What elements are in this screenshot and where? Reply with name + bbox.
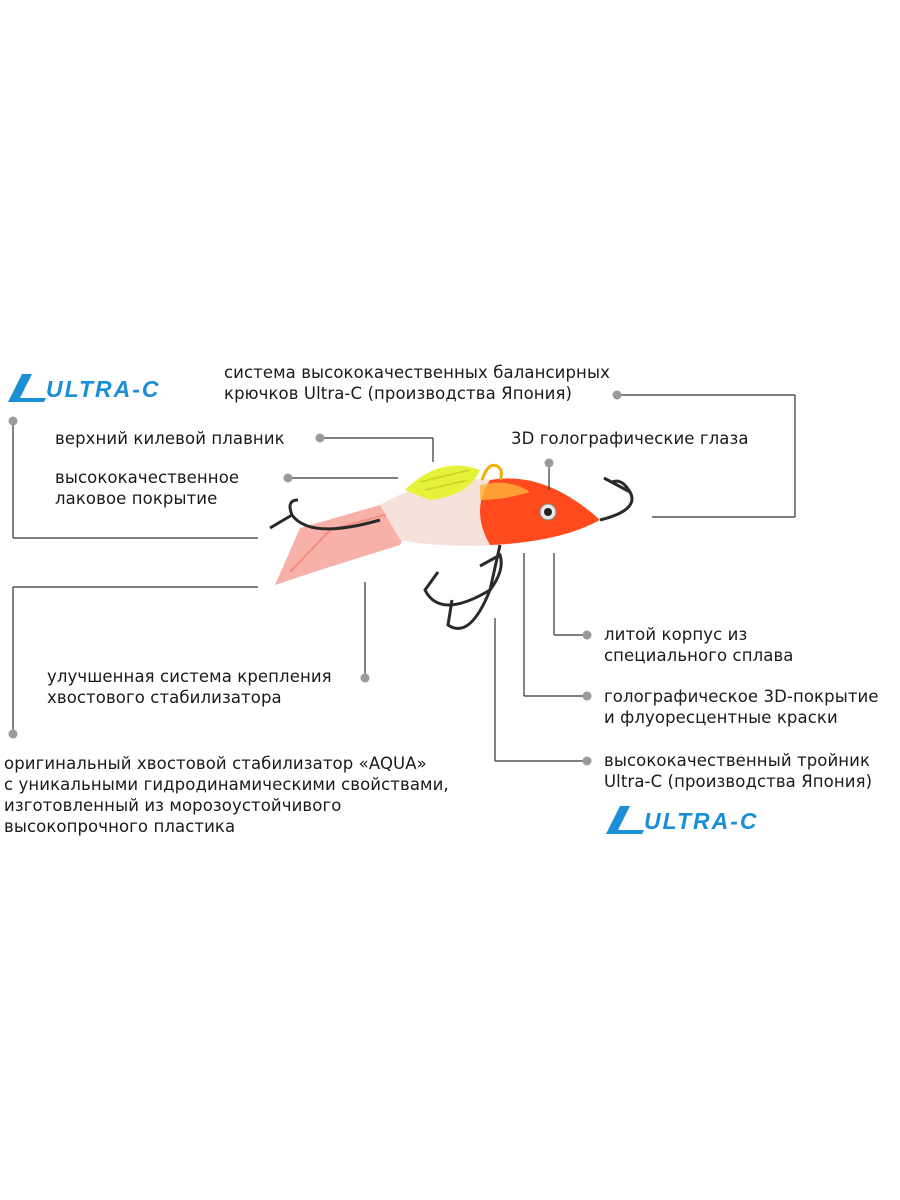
label-tail-mount: улучшенная система крепления хвостового … <box>47 667 332 707</box>
leader-dot <box>582 756 592 766</box>
leader-dot <box>8 729 18 739</box>
rear-hook-icon <box>269 498 381 531</box>
ultra-c-logo-bottom: ULTRA-C <box>604 802 814 840</box>
leader-dot <box>582 630 592 640</box>
leader-dot <box>582 691 592 701</box>
lure-illustration <box>269 463 634 630</box>
label-body: литой корпус из специального сплава <box>604 625 794 665</box>
logo-text: ULTRA-C <box>644 808 759 834</box>
treble-hook-icon <box>423 544 503 630</box>
top-fin-shape <box>405 465 480 500</box>
ultra-c-logo-mark-icon: ULTRA-C <box>606 806 759 834</box>
front-hook-icon <box>599 476 634 522</box>
label-tail-stabilizer: оригинальный хвостовой стабилизатор «AQU… <box>4 754 449 836</box>
label-eyes: 3D голографические глаза <box>511 429 749 448</box>
label-treble-hook: высококачественный тройник Ultra-C (прои… <box>604 751 873 791</box>
label-lacquer: высококачественное лаковое покрытие <box>55 468 240 508</box>
ultra-c-logo-mark-icon: ULTRA-C <box>8 374 161 402</box>
logo-text: ULTRA-C <box>46 376 161 402</box>
leader-dot <box>283 473 293 483</box>
label-top-fin: верхний килевой плавник <box>55 429 285 448</box>
leader-dot <box>612 390 622 400</box>
leader-dot <box>315 433 325 443</box>
label-coating: голографическое 3D-покрытие и флуоресцен… <box>604 687 879 727</box>
leader-dot <box>8 416 18 426</box>
leader-dot <box>544 458 554 468</box>
tail-stabilizer-shape <box>275 500 420 585</box>
leader-dot <box>360 673 370 683</box>
label-hooks-system: система высококачественных балансирных к… <box>224 363 610 403</box>
ultra-c-logo-top: ULTRA-C <box>6 370 206 408</box>
